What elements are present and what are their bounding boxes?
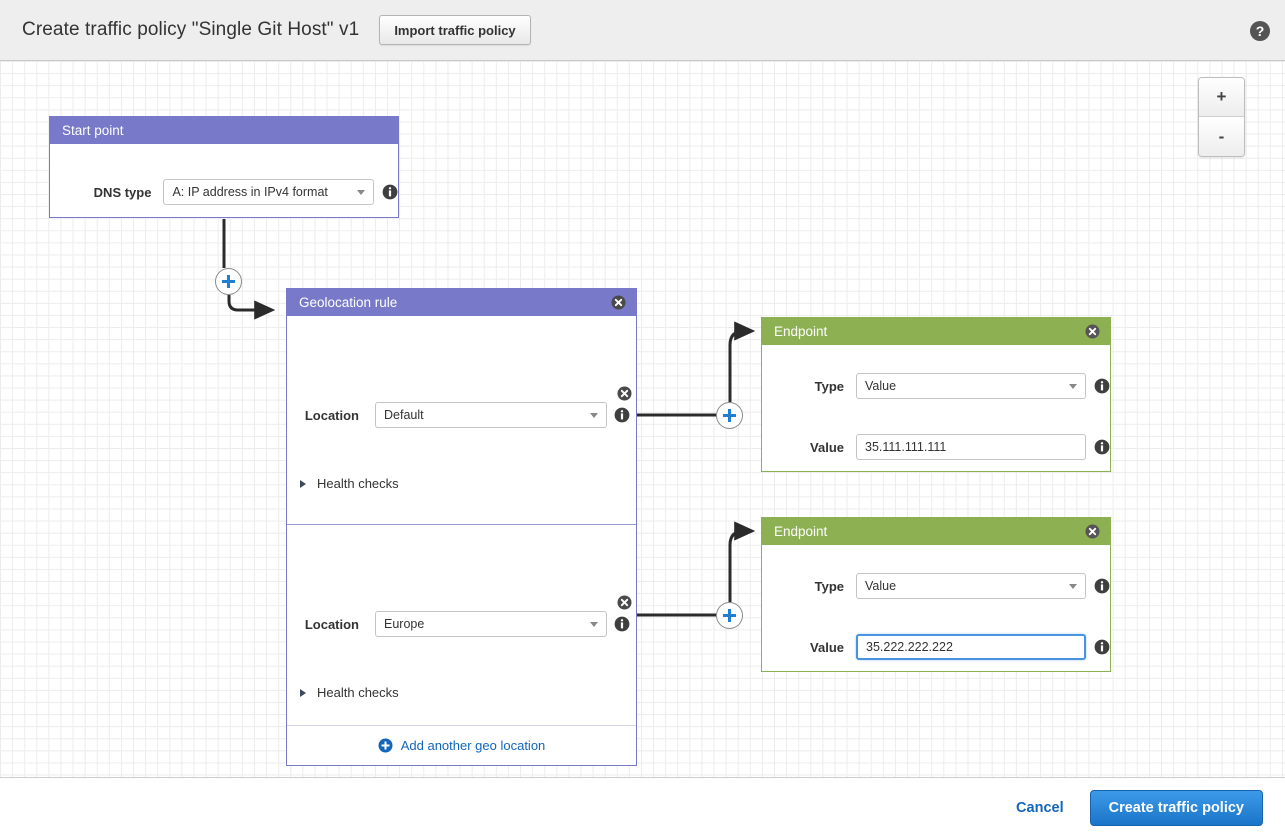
endpoint-0-title: Endpoint <box>774 324 828 339</box>
endpoint-1-body: Type Value Value 35.222.222.222 <box>762 545 1110 671</box>
endpoint-0-type-value: Value <box>865 379 897 393</box>
geo-location-0-health-checks-toggle[interactable]: Health checks <box>300 476 399 491</box>
geolocation-rule-close-icon[interactable] <box>611 295 626 310</box>
geo-location-0-label: Location <box>304 407 359 423</box>
plus-icon-horizontal <box>723 614 736 617</box>
endpoint-1-header: Endpoint <box>762 518 1110 545</box>
endpoint-0-type-label: Type <box>814 378 844 394</box>
add-node-button-geo-1[interactable] <box>716 602 743 629</box>
geo-location-0-health-checks-label: Health checks <box>317 476 399 491</box>
dns-type-select[interactable]: A: IP address in IPv4 format <box>163 179 374 205</box>
endpoint-0-header: Endpoint <box>762 318 1110 345</box>
geo-location-1-select[interactable]: Europe <box>375 611 607 637</box>
endpoint-0-type-select[interactable]: Value <box>856 373 1086 399</box>
start-point-title: Start point <box>62 123 124 138</box>
geo-location-0-value: Default <box>384 408 424 422</box>
geo-location-1-health-checks-label: Health checks <box>317 685 399 700</box>
action-bar: Cancel Create traffic policy <box>0 777 1285 838</box>
endpoint-0-type-info-icon[interactable] <box>1094 378 1110 394</box>
connector-wires <box>222 219 756 617</box>
geo-location-0-info-icon[interactable] <box>614 407 630 423</box>
endpoint-0-value-info-icon[interactable] <box>1094 439 1110 455</box>
endpoint-1-type-value: Value <box>865 579 897 593</box>
chevron-down-icon <box>590 622 598 627</box>
help-circle-icon[interactable]: ? <box>1249 20 1271 42</box>
triangle-right-icon <box>300 479 306 488</box>
start-point-header: Start point <box>50 117 398 144</box>
add-node-button-geo-0[interactable] <box>716 402 743 429</box>
geo-location-1-remove-icon[interactable] <box>617 595 632 610</box>
geo-location-1-value: Europe <box>384 617 425 631</box>
dns-type-value: A: IP address in IPv4 format <box>172 185 328 199</box>
geo-location-0-select[interactable]: Default <box>375 402 607 428</box>
start-point-node[interactable]: Start point DNS type A: IP address in IP… <box>49 116 399 218</box>
start-point-body: DNS type A: IP address in IPv4 format <box>50 144 398 217</box>
zoom-in-button[interactable]: + <box>1199 78 1244 117</box>
plus-icon-horizontal <box>222 280 235 283</box>
endpoint-0-close-icon[interactable] <box>1085 324 1100 339</box>
chevron-down-icon <box>590 413 598 418</box>
geo-location-0-remove-icon[interactable] <box>617 386 632 401</box>
geo-location-1-label: Location <box>304 616 359 632</box>
endpoint-0-body: Type Value Value 35.111.111.111 <box>762 345 1110 471</box>
dns-type-label: DNS type <box>93 184 152 200</box>
create-traffic-policy-button[interactable]: Create traffic policy <box>1089 790 1263 826</box>
canvas-zoom-control[interactable]: + - <box>1198 77 1245 157</box>
chevron-down-icon <box>1069 584 1077 589</box>
geolocation-rule-header: Geolocation rule <box>287 289 636 316</box>
endpoint-1-title: Endpoint <box>774 524 828 539</box>
plus-icon-horizontal <box>723 414 736 417</box>
geo-location-block-1: Location Europe Health checks <box>287 525 636 725</box>
endpoint-1-type-label: Type <box>814 578 844 594</box>
endpoint-0-value-text: 35.111.111.111 <box>865 440 947 454</box>
cancel-button[interactable]: Cancel <box>1016 800 1064 816</box>
zoom-out-button[interactable]: - <box>1199 117 1244 156</box>
geo-location-block-0: Location Default Health checks <box>287 316 636 525</box>
add-node-button-start[interactable] <box>215 268 242 295</box>
add-another-geo-location-label: Add another geo location <box>400 738 546 753</box>
app-header: Create traffic policy "Single Git Host" … <box>0 0 1285 61</box>
page-title: Create traffic policy "Single Git Host" … <box>22 19 360 40</box>
endpoint-node-0[interactable]: Endpoint Type Value <box>761 317 1111 472</box>
endpoint-0-value-label: Value <box>810 439 844 455</box>
endpoint-node-1[interactable]: Endpoint Type Value <box>761 517 1111 672</box>
plus-circle-icon <box>378 738 393 753</box>
endpoint-0-value-input[interactable]: 35.111.111.111 <box>856 434 1086 460</box>
chevron-down-icon <box>1069 384 1077 389</box>
chevron-down-icon <box>357 190 365 195</box>
endpoint-1-value-input[interactable]: 35.222.222.222 <box>856 634 1086 660</box>
endpoint-1-value-label: Value <box>810 639 844 655</box>
dns-type-info-icon[interactable] <box>382 184 398 200</box>
policy-canvas[interactable]: + - Start point DNS type A: IP address i… <box>0 61 1285 777</box>
import-traffic-policy-button[interactable]: Import traffic policy <box>379 15 531 45</box>
geolocation-rule-node[interactable]: Geolocation rule Location Default <box>286 288 637 766</box>
endpoint-1-close-icon[interactable] <box>1085 524 1100 539</box>
endpoint-1-value-text: 35.222.222.222 <box>866 640 953 654</box>
triangle-right-icon <box>300 688 306 697</box>
geo-location-1-info-icon[interactable] <box>614 616 630 632</box>
geolocation-rule-title: Geolocation rule <box>299 295 398 310</box>
endpoint-1-type-select[interactable]: Value <box>856 573 1086 599</box>
geo-location-1-health-checks-toggle[interactable]: Health checks <box>300 685 399 700</box>
svg-text:?: ? <box>1256 23 1265 39</box>
add-another-geo-location-button[interactable]: Add another geo location <box>287 725 636 765</box>
endpoint-1-type-info-icon[interactable] <box>1094 578 1110 594</box>
endpoint-1-value-info-icon[interactable] <box>1094 639 1110 655</box>
